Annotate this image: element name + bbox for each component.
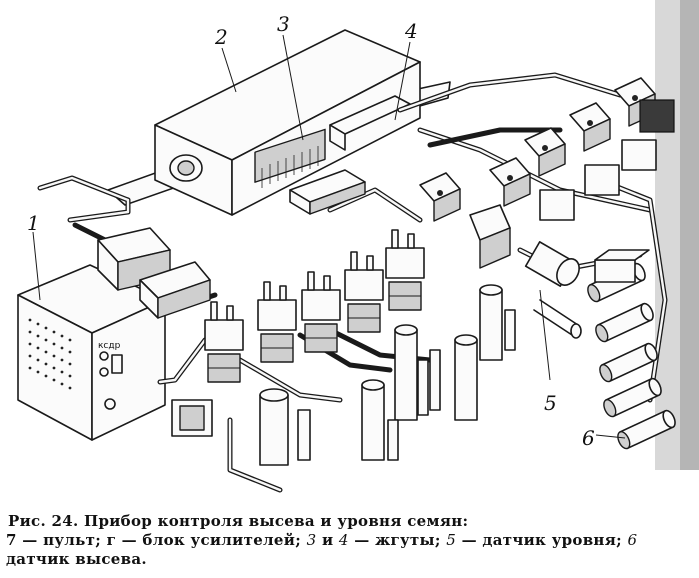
- console-connectors: [97, 227, 213, 437]
- callout-1: 1: [27, 211, 40, 235]
- legend-and: и: [316, 531, 339, 549]
- sensor-plugs-row: [204, 229, 425, 383]
- harness-junction-3: [289, 169, 366, 215]
- level-sensor: [469, 204, 582, 339]
- legend-part2: — жгуты;: [348, 531, 441, 549]
- sowing-sensors: [587, 249, 676, 450]
- figure-caption: Рис. 24. Прибор контроля высева и уровня…: [6, 512, 696, 569]
- callout-3: 3: [277, 12, 290, 36]
- legend-num5: 5: [446, 531, 457, 549]
- legend-part4: датчик высева.: [6, 550, 147, 568]
- figure-illustration: ксдр: [17, 0, 699, 493]
- legend-num4: 4: [338, 531, 349, 549]
- callout-4: 4: [404, 19, 418, 43]
- legend-num6: 6: [627, 531, 638, 549]
- seed-tubes: [259, 284, 516, 466]
- callout-5: 5: [544, 391, 557, 415]
- caption-title: Рис. 24. Прибор контроля высева и уровня…: [8, 512, 469, 530]
- callout-6: 6: [582, 426, 595, 450]
- amplifier-block: [107, 29, 451, 216]
- upper-right-connectors: [419, 77, 675, 222]
- leader-lines: [32, 34, 626, 439]
- legend-num3: 3: [306, 531, 317, 549]
- control-console: ксдр: [17, 264, 166, 441]
- legend-part1: 7 — пульт; г — блок усилителей;: [6, 531, 302, 549]
- caption-legend: 7 — пульт; г — блок усилителей; 3 и 4 — …: [6, 531, 696, 550]
- console-panel-label: ксдр: [98, 341, 121, 351]
- legend-part3: — датчик уровня;: [456, 531, 622, 549]
- callout-2: 2: [214, 25, 228, 49]
- scan-edge-shadow-dark: [680, 0, 699, 470]
- device-drawing: ксдр: [17, 0, 699, 493]
